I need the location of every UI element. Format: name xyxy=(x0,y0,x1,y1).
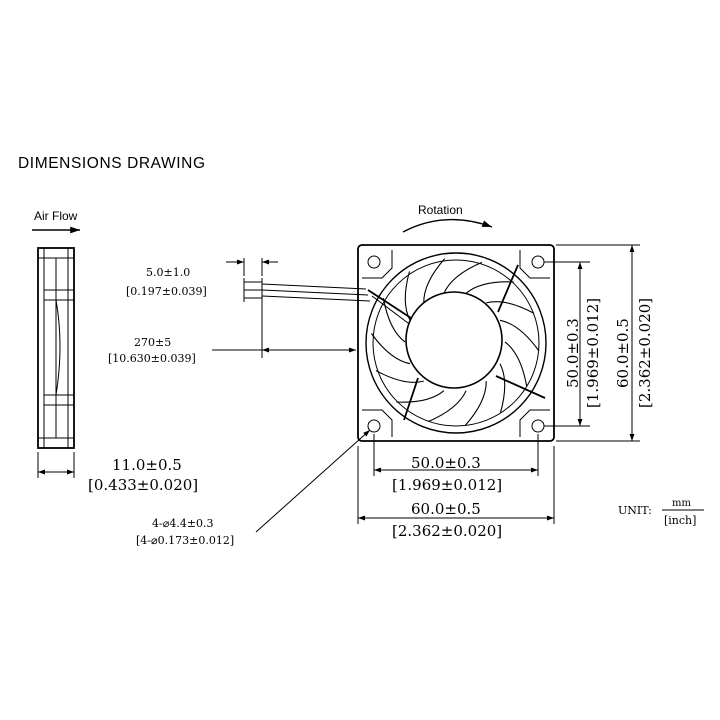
frame-height-dimension: 60.0±0.5 [2.362±0.020] xyxy=(556,244,654,442)
mount-hole-callout: 4-⌀4.4±0.3 [4-⌀0.173±0.012] xyxy=(136,429,371,547)
thickness-dimension: 11.0±0.5 [0.433±0.020] xyxy=(37,452,198,494)
unit-legend: UNIT: mm [inch] xyxy=(618,498,704,527)
thickness-metric: 11.0±0.5 xyxy=(112,456,182,474)
thickness-inch: [0.433±0.020] xyxy=(88,476,198,494)
hole-spacing-v-metric: 50.0±0.3 xyxy=(564,318,582,388)
page-title: DIMENSIONS DRAWING xyxy=(18,155,206,172)
rotation-label: Rotation xyxy=(418,203,463,217)
lead-strip-dimension: 5.0±1.0 [0.197±0.039] xyxy=(126,258,278,298)
fan-hub xyxy=(405,291,503,389)
fan-side-view xyxy=(37,247,75,449)
air-flow-label: Air Flow xyxy=(34,209,78,223)
mount-hole xyxy=(367,255,381,269)
fan-blade xyxy=(382,298,406,343)
lead-length-inch: [10.630±0.039] xyxy=(108,352,196,365)
mount-hole-inch: [4-⌀0.173±0.012] xyxy=(136,534,234,547)
lead-length-dimension: 270±5 [10.630±0.039] xyxy=(108,302,356,365)
hole-spacing-v-inch: [1.969±0.012] xyxy=(584,298,602,408)
fan-blade xyxy=(465,281,514,294)
fan-blades xyxy=(370,258,540,426)
fan-blade xyxy=(443,261,483,294)
hole-spacing-h-metric: 50.0±0.3 xyxy=(411,454,481,472)
unit-numerator: mm xyxy=(672,498,691,509)
unit-label: UNIT: xyxy=(618,504,652,517)
rotation-arrow xyxy=(402,218,493,233)
fan-blade xyxy=(464,381,487,426)
hole-spacing-v-dimension: 50.0±0.3 [1.969±0.012] xyxy=(544,261,602,427)
fan-blade xyxy=(375,370,424,383)
fan-blade xyxy=(370,333,411,365)
fan-blade xyxy=(499,363,506,413)
fan-blade xyxy=(486,301,535,314)
lead-strip-inch: [0.197±0.039] xyxy=(126,285,207,298)
fan-blade xyxy=(404,271,411,321)
fan-blade xyxy=(423,258,446,303)
fan-blade xyxy=(396,390,445,403)
fan-front-view xyxy=(357,244,555,442)
fan-blade xyxy=(499,319,540,351)
mount-hole xyxy=(531,255,545,269)
frame-width-dimension: 60.0±0.5 [2.362±0.020] xyxy=(357,446,555,540)
unit-denominator: [inch] xyxy=(664,514,696,527)
mount-hole-metric: 4-⌀4.4±0.3 xyxy=(152,517,214,530)
frame-height-metric: 60.0±0.5 xyxy=(614,318,632,388)
hole-spacing-h-dimension: 50.0±0.3 [1.969±0.012] xyxy=(373,434,539,494)
lead-strip-metric: 5.0±1.0 xyxy=(146,266,190,279)
lead-wires xyxy=(243,278,371,302)
frame-width-inch: [2.362±0.020] xyxy=(392,522,502,540)
hole-spacing-h-inch: [1.969±0.012] xyxy=(392,476,502,494)
mount-hole xyxy=(531,419,545,433)
mount-hole xyxy=(367,419,381,433)
lead-length-metric: 270±5 xyxy=(134,336,171,349)
frame-height-inch: [2.362±0.020] xyxy=(636,298,654,408)
fan-blade xyxy=(504,341,528,386)
frame-width-metric: 60.0±0.5 xyxy=(411,500,481,518)
fan-blade xyxy=(427,390,467,423)
